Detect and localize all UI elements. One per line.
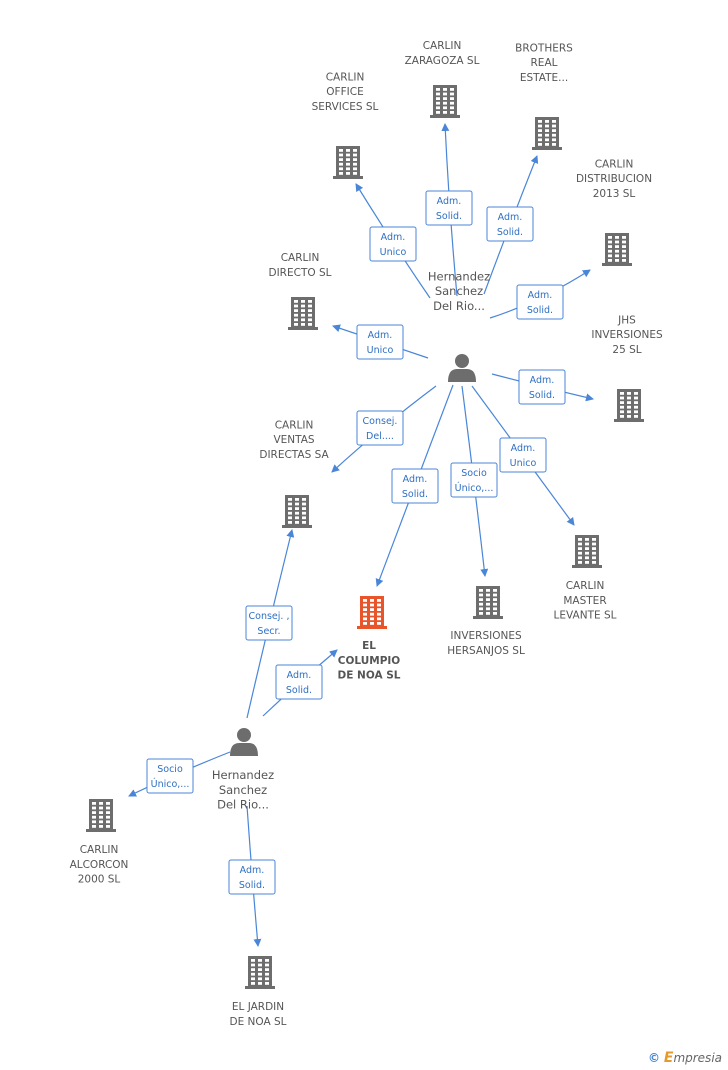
building-icon-master[interactable] (572, 535, 602, 568)
relation-label-text: Solid. (402, 489, 428, 500)
relation-label-text: Solid. (286, 685, 312, 696)
building-icon-jhs[interactable] (614, 389, 644, 422)
relation-label-text: Adm. (381, 232, 406, 243)
company-label-brothers: BROTHERS (515, 42, 573, 54)
relation-label-box[interactable] (275, 664, 323, 700)
relation-label-text: Solid. (436, 211, 462, 222)
relation-label-box[interactable] (425, 190, 473, 226)
relation-label-text: Socio (157, 764, 183, 775)
relation-label-box[interactable] (516, 284, 564, 320)
relation-label-text: Único,... (151, 778, 190, 790)
relation-label-box[interactable] (369, 226, 417, 262)
relation-label-box[interactable] (146, 758, 194, 794)
company-label-brothers: ESTATE... (520, 72, 568, 84)
relation-label-text: Solid. (527, 305, 553, 316)
relation-label-text: Adm. (528, 290, 553, 301)
relation-label-text: Adm. (287, 670, 312, 681)
relation-label-text: Solid. (239, 880, 265, 891)
company-label-office: SERVICES SL (312, 101, 379, 113)
building-icon-distribucion[interactable] (602, 233, 632, 266)
company-label-master: CARLIN (566, 580, 605, 592)
relation-label-text: Adm. (511, 443, 536, 454)
building-icon-ventas[interactable] (282, 495, 312, 528)
relation-label-box[interactable] (450, 462, 498, 498)
person-label-p1: Sanchez (435, 284, 483, 298)
company-label-columpio: DE NOA SL (337, 670, 400, 682)
relation-label-text: Solid. (529, 390, 555, 401)
company-label-distribucion: 2013 SL (593, 188, 636, 200)
relation-label-text: Unico (367, 345, 394, 356)
relation-label-text: Unico (510, 458, 537, 469)
relation-label-text: Consej. , (249, 611, 290, 622)
company-label-brothers: REAL (531, 57, 558, 69)
relation-label-text: Consej. (363, 416, 398, 427)
relation-label-text: Adm. (368, 330, 393, 341)
relation-label-box[interactable] (356, 410, 404, 446)
company-label-alcorcon: CARLIN (80, 844, 119, 856)
relation-label-box[interactable] (518, 369, 566, 405)
person-icon-p2[interactable] (230, 728, 258, 756)
company-label-directo: DIRECTO SL (269, 267, 332, 279)
company-label-distribucion: DISTRIBUCION (576, 173, 652, 185)
relation-label-text: Unico (380, 247, 407, 258)
company-label-hersanjos: INVERSIONES (450, 630, 522, 642)
company-label-hersanjos: HERSANJOS SL (447, 645, 525, 657)
company-label-zaragoza: ZARAGOZA SL (405, 55, 480, 67)
relation-label-text: Adm. (403, 474, 428, 485)
person-label-p1: Hernandez (428, 269, 490, 283)
company-label-zaragoza: CARLIN (423, 40, 462, 52)
relation-label-text: Del.... (366, 431, 394, 442)
person-label-p2: Del Rio... (217, 798, 269, 812)
brand-initial: E (663, 1050, 674, 1066)
relation-label-text: Solid. (497, 227, 523, 238)
company-label-directo: CARLIN (281, 252, 320, 264)
relation-label-text: Adm. (498, 212, 523, 223)
company-label-distribucion: CARLIN (595, 158, 634, 170)
company-label-jhs: INVERSIONES (591, 329, 663, 341)
company-label-master: MASTER (563, 595, 606, 607)
building-icon-zaragoza[interactable] (430, 85, 460, 118)
person-label-p2: Hernandez (212, 768, 274, 782)
building-icon-brothers[interactable] (532, 117, 562, 150)
building-icon-jardin[interactable] (245, 956, 275, 989)
relation-label-text: Adm. (437, 196, 462, 207)
relation-label-text: Adm. (530, 375, 555, 386)
company-label-ventas: VENTAS (273, 434, 314, 446)
building-icon-office[interactable] (333, 146, 363, 179)
building-icon-columpio[interactable] (357, 596, 387, 629)
company-label-office: OFFICE (326, 86, 363, 98)
building-icon-hersanjos[interactable] (473, 586, 503, 619)
building-icon-alcorcon[interactable] (86, 799, 116, 832)
relation-label-text: Secr. (257, 626, 280, 637)
company-label-ventas: DIRECTAS SA (259, 449, 329, 461)
relation-label-box[interactable] (499, 437, 547, 473)
relation-label-box[interactable] (486, 206, 534, 242)
building-icon-directo[interactable] (288, 297, 318, 330)
company-label-jardin: DE NOA SL (229, 1016, 286, 1028)
relation-label-box[interactable] (245, 605, 293, 641)
relation-label-box[interactable] (391, 468, 439, 504)
person-label-p2: Sanchez (219, 783, 267, 797)
copyright-icon: © (648, 1051, 661, 1065)
brand-footer: © Empresia (648, 1050, 722, 1066)
relation-label-text: Único,... (455, 482, 494, 494)
company-label-alcorcon: 2000 SL (78, 874, 121, 886)
person-icon-p1[interactable] (448, 354, 476, 382)
company-label-office: CARLIN (326, 71, 365, 83)
company-label-columpio: COLUMPIO (338, 655, 401, 667)
brand-name: mpresia (673, 1051, 722, 1065)
company-label-master: LEVANTE SL (554, 610, 617, 622)
relation-label-box[interactable] (228, 859, 276, 895)
relation-label-text: Socio (461, 468, 487, 479)
company-label-ventas: CARLIN (275, 419, 314, 431)
company-label-jhs: 25 SL (612, 344, 641, 356)
company-label-jhs: JHS (617, 314, 636, 326)
company-label-alcorcon: ALCORCON (70, 859, 129, 871)
relation-label-box[interactable] (356, 324, 404, 360)
company-label-jardin: EL JARDIN (232, 1001, 284, 1013)
person-label-p1: Del Rio... (433, 299, 485, 313)
company-label-columpio: EL (362, 640, 376, 652)
relation-label-text: Adm. (240, 865, 265, 876)
